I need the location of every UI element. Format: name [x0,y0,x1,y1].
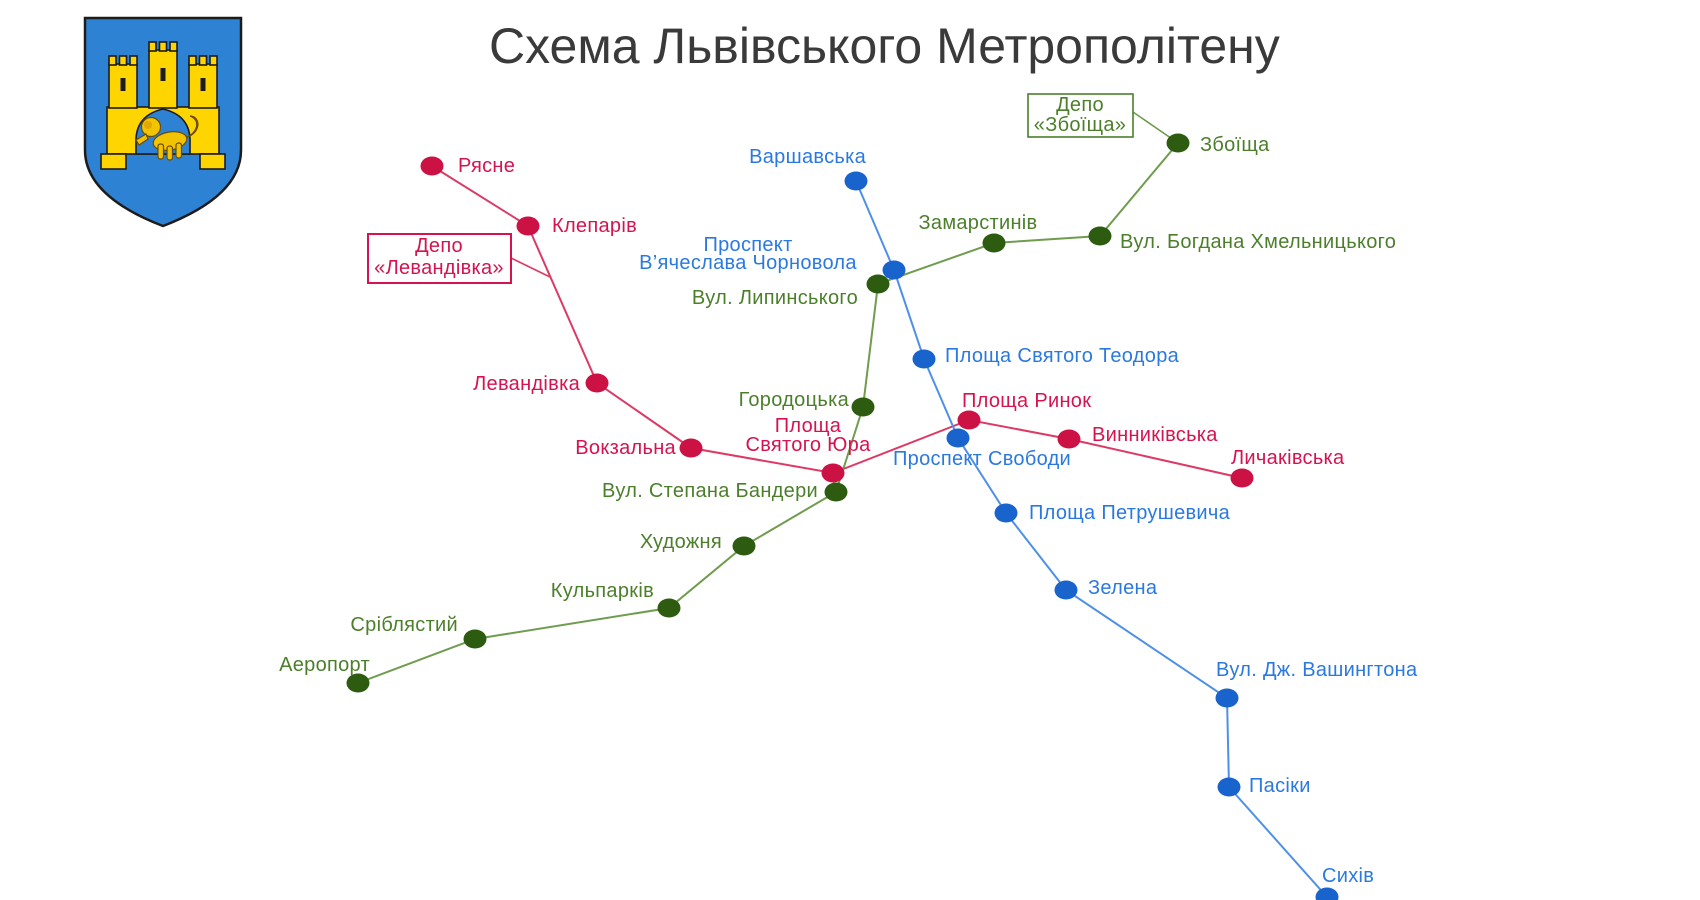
station-label-zboishcha: Збоїща [1200,134,1270,156]
station-label-vynnykivska: Винниківська [1092,424,1218,446]
station-label-vul-lypynskoho: Вул. Липинського [692,287,858,309]
station-dot-prospekt-chornovola [882,260,906,280]
station-label-horodotska: Городоцька [739,389,850,411]
page-title: Схема Львівського Метрополітену [489,18,1280,74]
station-label-khudozhnia: Художня [640,531,722,553]
station-dot-lychakivska [1230,468,1254,488]
station-dot-pasiky [1217,777,1241,797]
station-dot-ploshcha-rynok [957,410,981,430]
station-dot-kulparkiv [657,598,681,618]
station-dot-varshavska [844,171,868,191]
station-label-pasiky: Пасіки [1249,775,1311,797]
station-label-kleparyiv: Клепарів [552,215,637,237]
depot-connector-levandivka-depot [510,257,551,278]
lviv-coat-of-arms-icon [83,16,243,228]
station-dot-sribliastyi [463,629,487,649]
station-label-levandivka: Левандівка [473,373,580,395]
station-label-kulparkiv: Кульпарків [551,580,654,602]
station-dot-horodotska [851,397,875,417]
lion-icon [135,115,199,161]
station-label-zelena: Зелена [1088,577,1158,599]
station-label-ryasne: Рясне [458,155,515,177]
station-dot-aeroport [346,673,370,693]
station-label-zamarstyniv: Замарстинів [919,212,1038,234]
station-dot-khudozhnia [732,536,756,556]
station-dot-vul-dzh-vashynhtona [1215,688,1239,708]
station-label-ploshcha-petrushevycha: Площа Петрушевича [1029,502,1231,524]
station-dot-vul-stepana-bandery [824,482,848,502]
station-label-ploshcha-sviatoho-teodora: Площа Святого Теодора [945,345,1180,367]
station-label-vul-bohdana-khmelnytskoho: Вул. Богдана Хмельницького [1120,231,1396,253]
station-label-sribliastyi: Сріблястий [350,614,458,636]
station-label-vul-stepana-bandery: Вул. Степана Бандери [602,480,818,502]
station-dot-prospekt-svobody [946,428,970,448]
station-label-ploshcha-rynok: Площа Ринок [962,390,1091,412]
depot-box-zboishcha-depot [1027,93,1134,138]
station-dot-sykhiv [1315,887,1339,900]
station-dot-levandivka [585,373,609,393]
station-label-aeroport: Аеропорт [279,654,370,676]
station-label-sykhiv: Сихів [1322,865,1374,887]
station-label-varshavska: Варшавська [749,146,866,168]
depot-box-levandivka-depot [367,233,512,284]
line-green-path [357,142,1179,684]
station-label-vul-dzh-vashynhtona: Вул. Дж. Вашингтона [1216,659,1418,681]
station-label-lychakivska: Личаківська [1231,447,1345,469]
depot-label-levandivka-depot: Депо«Левандівка» [374,235,504,279]
station-dot-ploshcha-sviatoho-teodora [912,349,936,369]
station-dot-vokzalna [679,438,703,458]
station-label-vokzalna: Вокзальна [575,437,676,459]
station-dot-zboishcha [1166,133,1190,153]
station-dot-ploshcha-petrushevycha [994,503,1018,523]
station-dot-vul-bohdana-khmelnytskoho [1088,226,1112,246]
station-dot-vul-lypynskoho [866,274,890,294]
line-red-path [431,165,1243,479]
station-dot-zelena [1054,580,1078,600]
depot-label-zboishcha-depot: Депо«Збоїща» [1034,94,1126,136]
station-dot-ploshcha-sviatoho-yura [821,463,845,483]
station-label-prospekt-svobody: Проспект Свободи [893,448,1071,470]
station-dot-vynnykivska [1057,429,1081,449]
station-dot-kleparyiv [516,216,540,236]
station-dot-zamarstyniv [982,233,1006,253]
station-dot-ryasne [420,156,444,176]
